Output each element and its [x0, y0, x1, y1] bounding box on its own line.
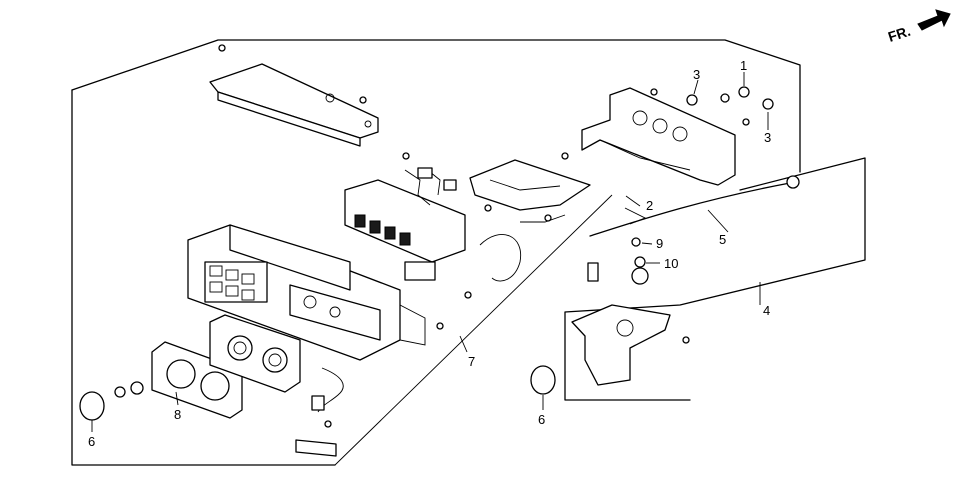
front-direction-label: FR.	[886, 23, 912, 45]
front-direction-marker: FR.	[886, 9, 951, 45]
control-switch-board	[344, 152, 492, 263]
front-bezel-panel	[151, 341, 243, 419]
dial-face-panel	[209, 314, 301, 393]
rear-frame-bracket	[581, 87, 736, 186]
callout-1: 1	[740, 58, 747, 73]
callout-2: 2	[646, 198, 653, 213]
callout-6-left: 6	[88, 434, 95, 449]
control-knobs	[79, 365, 556, 421]
callout-9: 9	[656, 236, 663, 251]
callout-8: 8	[174, 407, 181, 422]
callout-7: 7	[468, 354, 475, 369]
callout-labels: 1 2 3 3 4 5 6 6 7 8 9 10	[88, 58, 771, 449]
callout-4: 4	[763, 303, 770, 318]
callout-3-upper: 3	[693, 67, 700, 82]
callout-3-lower: 3	[764, 130, 771, 145]
control-head-housing	[187, 224, 426, 361]
actuator-subassembly	[571, 262, 690, 386]
callout-10: 10	[664, 256, 678, 271]
top-cover-panel	[209, 44, 379, 147]
wire-harness	[295, 367, 344, 457]
front-direction-arrow-icon	[917, 9, 951, 31]
small-fasteners	[631, 237, 646, 268]
callout-leader-lines	[91, 72, 769, 432]
mounting-bracket-plate	[469, 152, 591, 223]
blower-switch-connector	[404, 234, 522, 330]
assembly-outline-main	[71, 39, 801, 466]
control-cable	[589, 175, 800, 237]
assembly-outline-sub	[564, 157, 866, 401]
callout-5: 5	[719, 232, 726, 247]
bracket-screws	[650, 86, 774, 126]
callout-6-right: 6	[538, 412, 545, 427]
